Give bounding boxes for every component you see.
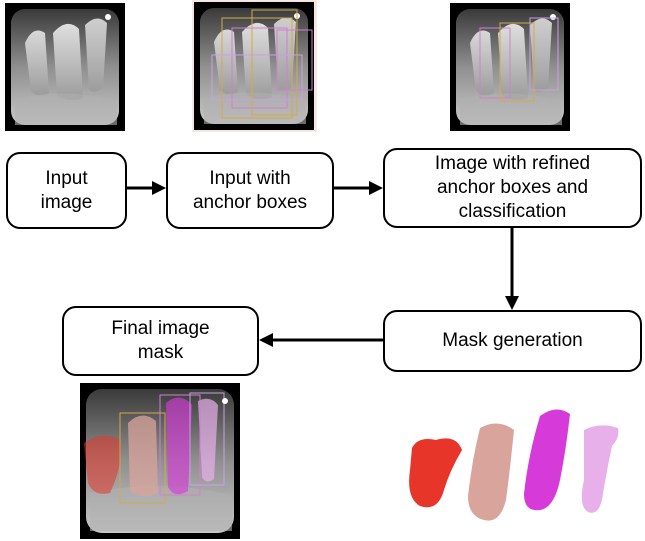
arrowhead-1: [152, 181, 166, 195]
node-label: Image with refined anchor boxes and clas…: [434, 153, 591, 222]
node-input-image: Input image: [6, 152, 127, 229]
dental-xray-input: [5, 3, 125, 131]
dental-xray-anchor-boxes: [192, 0, 317, 132]
node-label: Input with anchor boxes: [192, 167, 308, 213]
dental-xray-masked: [80, 383, 240, 539]
node-input-with-anchor-boxes: Input with anchor boxes: [166, 152, 334, 229]
arrowhead-3: [505, 296, 519, 310]
dental-xray-refined-boxes: [450, 3, 570, 131]
node-label: Mask generation: [442, 330, 583, 352]
node-label: Input image: [40, 167, 93, 213]
arrowhead-4: [259, 333, 273, 347]
arrowhead-2: [369, 181, 383, 195]
node-mask-generation: Mask generation: [383, 310, 642, 372]
connectors: [127, 181, 519, 347]
node-final-image-mask: Final image mask: [62, 306, 259, 376]
tooth-masks: [409, 409, 619, 521]
node-label: Final image mask: [111, 318, 210, 363]
node-refined-anchor-boxes: Image with refined anchor boxes and clas…: [383, 148, 642, 228]
